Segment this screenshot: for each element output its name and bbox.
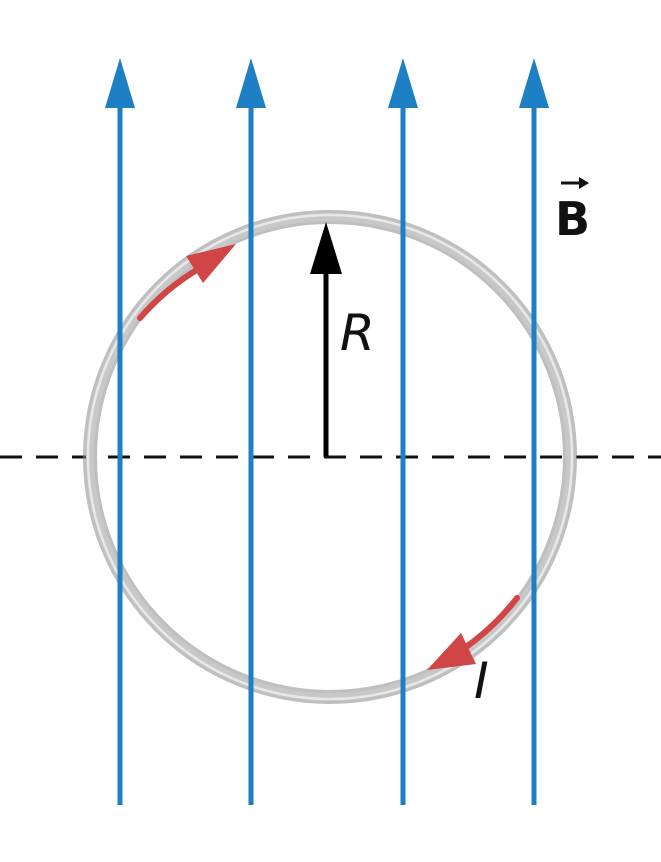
current-label: I: [474, 652, 489, 710]
field-line-1: [105, 58, 135, 805]
field-line-3: [388, 58, 418, 805]
current-loop: [83, 210, 577, 704]
vector-arrow-icon: [561, 177, 589, 189]
field-label: B: [555, 192, 591, 246]
field-line-2: [236, 58, 266, 805]
radius-label: R: [340, 304, 375, 362]
field-line-4: [519, 58, 549, 805]
current-arrow-bottom: [427, 595, 520, 670]
radius-arrow: [310, 222, 342, 457]
current-arrow-top: [137, 244, 236, 321]
